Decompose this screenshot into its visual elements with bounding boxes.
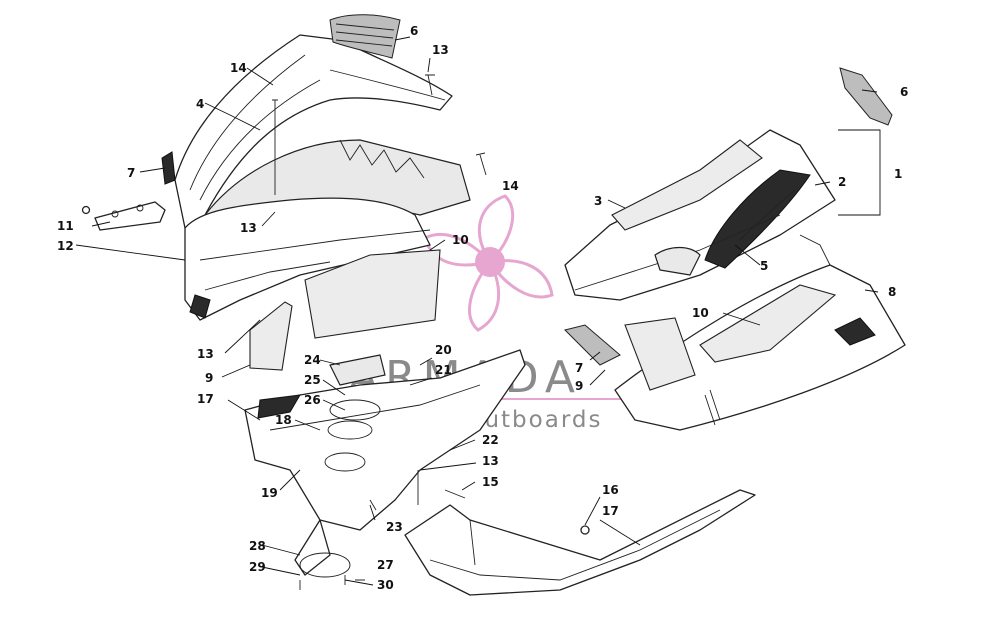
part-foam-pad-right bbox=[624, 317, 696, 391]
callout-23: 23 bbox=[386, 520, 403, 534]
part-front-frame bbox=[244, 349, 526, 578]
callout-19: 19 bbox=[261, 486, 278, 500]
brand-underline bbox=[368, 398, 650, 400]
callout-22: 22 bbox=[482, 433, 499, 447]
callout-24: 24 bbox=[304, 353, 321, 367]
callout-10-left: 10 bbox=[452, 233, 469, 247]
callout-14-right: 14 bbox=[502, 179, 519, 193]
callout-6-top: 6 bbox=[410, 24, 418, 38]
mount-ring bbox=[329, 399, 381, 421]
part-bracket bbox=[94, 201, 166, 231]
fastener-11 bbox=[81, 205, 91, 215]
fasteners bbox=[272, 74, 487, 590]
callout-1: 1 bbox=[894, 167, 902, 181]
callout-7-right: 7 bbox=[575, 361, 583, 375]
callout-2: 2 bbox=[838, 175, 846, 189]
callout-11: 11 bbox=[57, 219, 74, 233]
callout-18: 18 bbox=[275, 413, 292, 427]
part-grille-right bbox=[839, 67, 893, 126]
callout-9-left: 9 bbox=[205, 371, 213, 385]
callout-8: 8 bbox=[888, 285, 896, 299]
callout-28: 28 bbox=[249, 539, 266, 553]
callout-13-lower: 13 bbox=[482, 454, 499, 468]
callout-4: 4 bbox=[196, 97, 204, 111]
callout-13-pad: 13 bbox=[197, 347, 214, 361]
propeller-logo-icon bbox=[423, 194, 554, 332]
callout-29: 29 bbox=[249, 560, 266, 574]
callout-13-hood: 13 bbox=[240, 221, 257, 235]
part-vent-right bbox=[564, 324, 621, 366]
callout-13-top: 13 bbox=[432, 43, 449, 57]
callout-9-right: 9 bbox=[575, 379, 583, 393]
callout-26: 26 bbox=[304, 393, 321, 407]
callout-12: 12 bbox=[57, 239, 74, 253]
callout-16: 16 bbox=[602, 483, 619, 497]
part-lower-panel bbox=[614, 234, 906, 431]
callout-3: 3 bbox=[594, 194, 602, 208]
callout-14-left: 14 bbox=[230, 61, 247, 75]
callout-30: 30 bbox=[377, 578, 394, 592]
bracket-hole bbox=[111, 210, 119, 218]
fastener-16 bbox=[580, 525, 590, 535]
callout-17-frame: 17 bbox=[197, 392, 214, 406]
callout-labels: 1 2 3 4 5 6 6 7 7 8 9 9 10 10 11 12 13 1… bbox=[57, 24, 908, 592]
bracket-hole bbox=[136, 204, 144, 212]
part-side-panel bbox=[564, 129, 836, 301]
part-badge-left bbox=[161, 151, 176, 185]
callout-21: 21 bbox=[435, 363, 452, 377]
leader-lines bbox=[75, 36, 881, 586]
part-pad-small-left bbox=[249, 301, 293, 371]
callout-17-skid: 17 bbox=[602, 504, 619, 518]
part-foam-pad-left bbox=[304, 249, 441, 339]
callout-15: 15 bbox=[482, 475, 499, 489]
callout-25: 25 bbox=[304, 373, 321, 387]
part-hood bbox=[174, 14, 471, 321]
mount-ring bbox=[327, 420, 373, 440]
callout-27: 27 bbox=[377, 558, 394, 572]
callout-10-right: 10 bbox=[692, 306, 709, 320]
callout-6-right: 6 bbox=[900, 85, 908, 99]
callout-7-left: 7 bbox=[127, 166, 135, 180]
part-skid-plate bbox=[404, 489, 756, 596]
mount-ring bbox=[324, 452, 366, 472]
callout-20: 20 bbox=[435, 343, 452, 357]
callout-5: 5 bbox=[760, 259, 768, 273]
